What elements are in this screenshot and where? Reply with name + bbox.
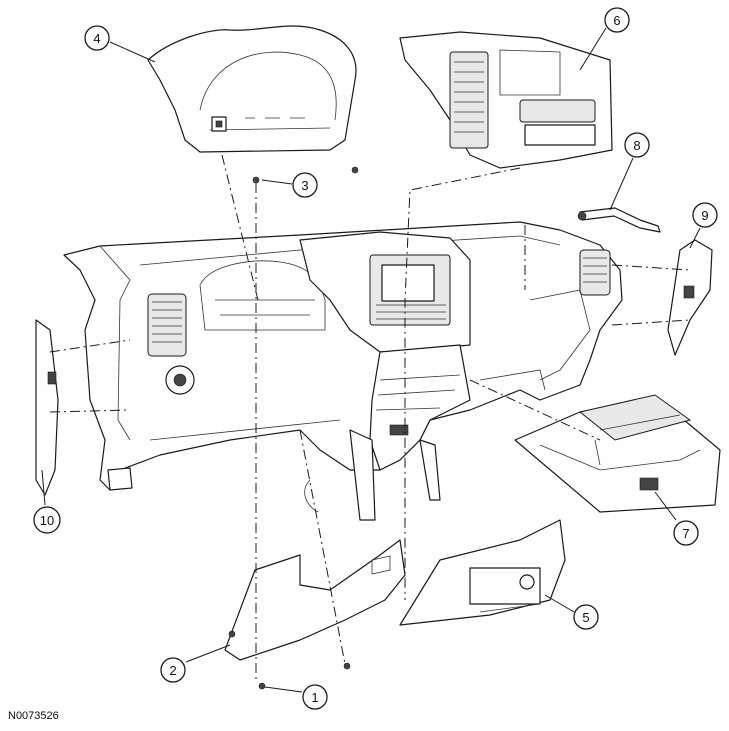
part-6-center-finish-panel xyxy=(399,31,613,169)
callout-label: 10 xyxy=(40,513,54,528)
callout-3: 3 xyxy=(292,172,318,198)
callout-1: 1 xyxy=(302,684,328,710)
part-5-center-lower-trim xyxy=(399,519,566,626)
callout-9: 9 xyxy=(692,202,718,228)
callout-label: 5 xyxy=(582,610,589,625)
fasteners xyxy=(228,166,359,690)
callout-leaders xyxy=(41,27,701,693)
callout-8: 8 xyxy=(624,132,650,158)
callout-6: 6 xyxy=(604,7,630,33)
right-air-vent xyxy=(579,249,611,296)
callout-label: 6 xyxy=(613,13,620,28)
part-10-left-end-cap xyxy=(35,319,59,496)
callout-label: 4 xyxy=(93,31,100,46)
callout-7: 7 xyxy=(673,520,699,546)
part-7-glove-box xyxy=(514,394,721,513)
left-air-vent xyxy=(147,293,187,357)
callout-label: 2 xyxy=(169,663,176,678)
callout-label: 8 xyxy=(633,138,640,153)
instrument-panel xyxy=(63,221,623,521)
part-9-right-end-cap xyxy=(667,239,713,356)
callout-4: 4 xyxy=(84,25,110,51)
part-4-cluster-finish-panel xyxy=(147,25,357,153)
callout-10: 10 xyxy=(33,506,61,534)
assembly-leader-lines xyxy=(49,154,691,682)
callout-label: 3 xyxy=(301,178,308,193)
part-8-sensor-wire xyxy=(577,207,661,233)
part-2-steering-column-cover xyxy=(224,539,406,661)
callout-label: 1 xyxy=(311,690,318,705)
callout-label: 9 xyxy=(701,208,708,223)
callout-5: 5 xyxy=(573,604,599,630)
figure-id: N0073526 xyxy=(8,710,59,722)
callout-2: 2 xyxy=(160,657,186,683)
callout-label: 7 xyxy=(682,526,689,541)
